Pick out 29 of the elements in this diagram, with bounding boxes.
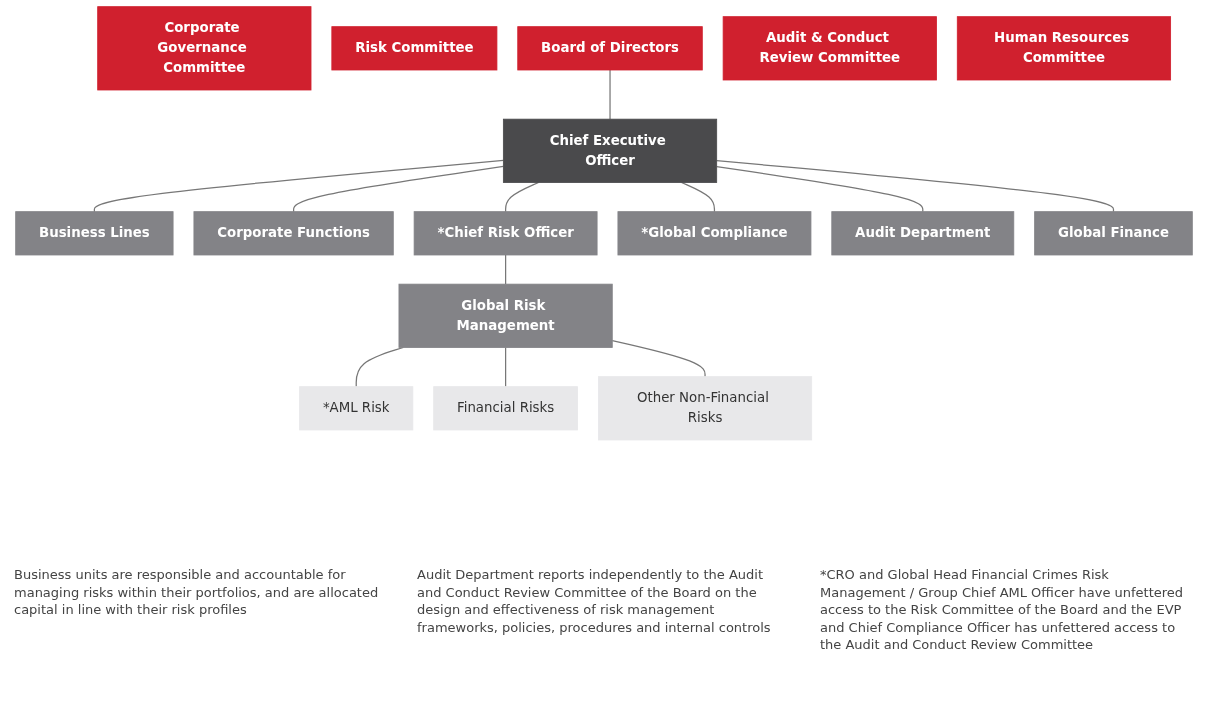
- node-box: Board of Directors: [516, 26, 703, 71]
- note-text: Audit Department reports independently to the Audit and Conduct Review Committee of the Board on the design and effectiveness of risk management frameworks, policies, procedures and internal controls: [417, 566, 772, 637]
- connector: [504, 346, 506, 388]
- node-box: Corporate Governance Committee: [96, 6, 311, 91]
- node-box: *Global Compliance: [617, 211, 811, 256]
- node-box: Audit & Conduct Review Committee: [722, 16, 937, 81]
- connector: [611, 339, 706, 378]
- node-box: Chief Executive Officer: [502, 118, 717, 183]
- connector: [292, 165, 504, 213]
- node-box: Human Resources Committee: [956, 16, 1171, 81]
- node-box: Business Lines: [14, 211, 173, 256]
- node-box: Audit Department: [830, 211, 1014, 256]
- note-text: *CRO and Global Head Financial Crimes Risk Management / Group Chief AML Officer have unfettered access to the Risk Committee of the Board and the EVP and Chief Compliance Officer has unfettered access to the Audit and Conduct Review Committee: [820, 566, 1185, 654]
- node-box: Other Non-Financial Risks: [597, 376, 812, 441]
- connector: [608, 69, 611, 120]
- connector: [504, 254, 506, 285]
- node-box: *AML Risk: [298, 386, 413, 431]
- connector: [504, 181, 539, 213]
- node-box: *Chief Risk Officer: [413, 211, 597, 256]
- node-box: Risk Committee: [330, 26, 497, 71]
- connector: [680, 181, 715, 213]
- node-box: Financial Risks: [432, 386, 578, 431]
- node-box: Global Finance: [1033, 211, 1193, 256]
- connector: [93, 159, 504, 213]
- node-box: Corporate Functions: [193, 211, 394, 256]
- connector: [715, 165, 923, 213]
- node-box: Global Risk Management: [398, 283, 613, 348]
- connector: [715, 160, 1114, 213]
- note-text: Business units are responsible and accountable for managing risks within their portfolios, and are allocated capital in line with their risk profiles: [14, 566, 380, 620]
